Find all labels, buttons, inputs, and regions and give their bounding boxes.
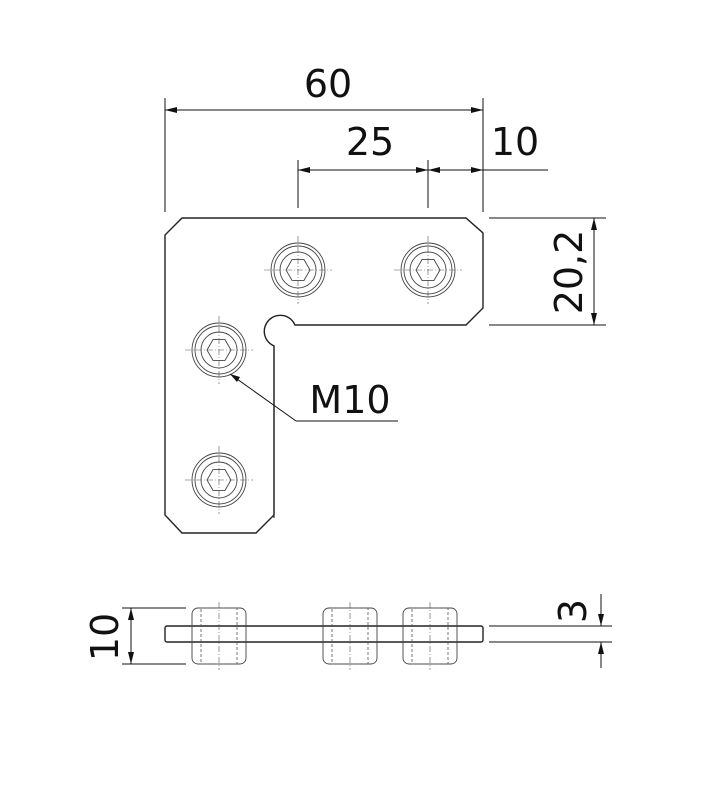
dimension-3: 3 xyxy=(489,594,612,668)
leader-m10: M10 xyxy=(229,373,398,422)
plate-top-view xyxy=(164,217,484,534)
dim-label-3: 3 xyxy=(551,599,595,623)
bolt-top-1 xyxy=(264,236,332,304)
thread-label-m10: M10 xyxy=(309,378,390,422)
bolt-side-2 xyxy=(322,602,378,670)
dim-label-60: 60 xyxy=(304,62,352,106)
bolt-top-4 xyxy=(185,446,253,514)
plate-side-outline xyxy=(164,625,484,643)
plate-outline xyxy=(164,217,484,534)
dim-label-25: 25 xyxy=(346,120,394,164)
bolt-side-1 xyxy=(191,602,247,670)
dimension-25-10: 25 10 xyxy=(297,120,548,208)
dimension-10-side: 10 xyxy=(83,607,186,665)
dim-label-20-2: 20,2 xyxy=(547,230,591,315)
dim-label-10-side: 10 xyxy=(83,613,127,661)
dim-label-10-top: 10 xyxy=(491,120,539,164)
plate-side-view xyxy=(164,625,484,643)
bolt-side-3 xyxy=(402,602,458,670)
bolt-top-3 xyxy=(185,316,253,384)
dimension-20-2: 20,2 xyxy=(489,217,606,326)
dimension-60: 60 xyxy=(164,62,484,212)
bolt-top-2 xyxy=(394,236,462,304)
